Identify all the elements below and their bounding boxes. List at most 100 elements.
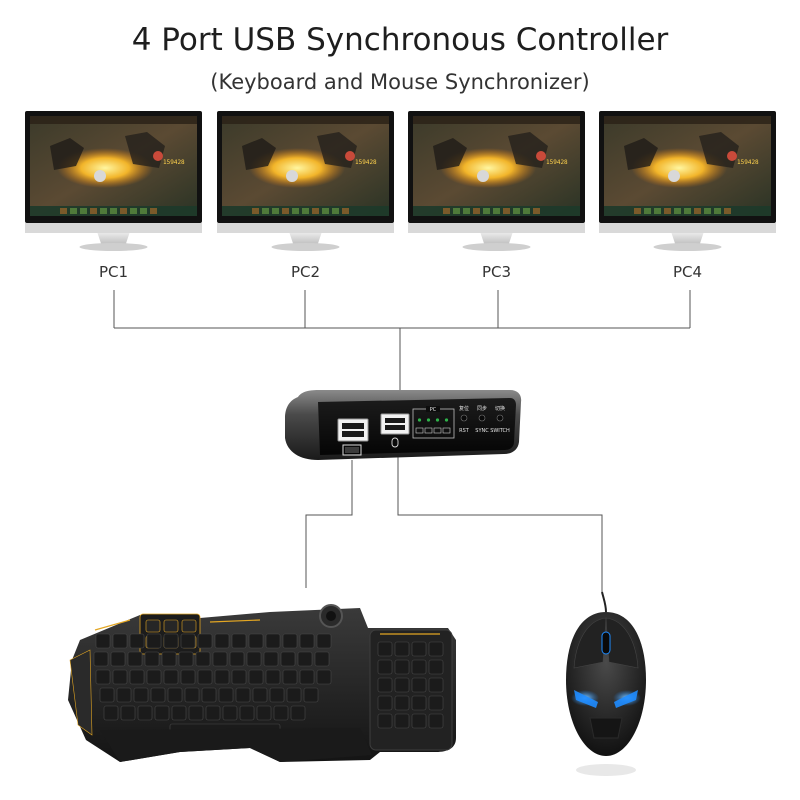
- hub-button-sync[interactable]: [478, 414, 486, 422]
- keyboard-key[interactable]: [290, 705, 306, 721]
- keyboard-key[interactable]: [303, 687, 319, 703]
- numpad-key[interactable]: [377, 659, 393, 675]
- keyboard-key[interactable]: [93, 651, 109, 667]
- numpad-key[interactable]: [377, 695, 393, 711]
- keyboard-key[interactable]: [184, 687, 200, 703]
- keyboard-key[interactable]: [252, 687, 268, 703]
- pc-select-key-4[interactable]: [442, 427, 451, 434]
- keyboard-key[interactable]: [299, 669, 315, 685]
- keyboard-key[interactable]: [265, 633, 281, 649]
- mouse-left-button[interactable]: [573, 617, 607, 669]
- keyboard-key[interactable]: [127, 651, 143, 667]
- keyboard-key[interactable]: [212, 651, 228, 667]
- keyboard-key[interactable]: [112, 633, 128, 649]
- keyboard-key[interactable]: [103, 705, 119, 721]
- keyboard-key[interactable]: [171, 705, 187, 721]
- keyboard-key[interactable]: [197, 633, 213, 649]
- macro-key[interactable]: [181, 619, 197, 633]
- keyboard-key[interactable]: [239, 705, 255, 721]
- numpad-key[interactable]: [428, 713, 444, 729]
- keyboard-key[interactable]: [95, 633, 111, 649]
- hub-button-switch[interactable]: [496, 414, 504, 422]
- keyboard-key[interactable]: [205, 705, 221, 721]
- numpad-key[interactable]: [411, 695, 427, 711]
- numpad-key[interactable]: [377, 641, 393, 657]
- numpad-key[interactable]: [394, 713, 410, 729]
- numpad-key[interactable]: [394, 677, 410, 693]
- keyboard-key[interactable]: [235, 687, 251, 703]
- keyboard-key[interactable]: [129, 633, 145, 649]
- keyboard-key[interactable]: [120, 705, 136, 721]
- keyboard-key[interactable]: [222, 705, 238, 721]
- keyboard-key[interactable]: [133, 687, 149, 703]
- keyboard-key[interactable]: [150, 687, 166, 703]
- keyboard-key[interactable]: [256, 705, 272, 721]
- keyboard-key[interactable]: [231, 633, 247, 649]
- keyboard-key[interactable]: [248, 669, 264, 685]
- keyboard-key[interactable]: [265, 669, 281, 685]
- numpad-key[interactable]: [428, 641, 444, 657]
- numpad-key[interactable]: [394, 695, 410, 711]
- keyboard-key[interactable]: [286, 687, 302, 703]
- keyboard-key[interactable]: [167, 687, 183, 703]
- numpad-key[interactable]: [411, 659, 427, 675]
- keyboard-key[interactable]: [297, 651, 313, 667]
- keyboard-key[interactable]: [282, 633, 298, 649]
- keyboard-key[interactable]: [248, 633, 264, 649]
- keyboard-key[interactable]: [163, 633, 179, 649]
- keyboard-key[interactable]: [269, 687, 285, 703]
- keyboard-key[interactable]: [95, 669, 111, 685]
- numpad-key[interactable]: [377, 677, 393, 693]
- keyboard-key[interactable]: [180, 633, 196, 649]
- numpad-key[interactable]: [428, 659, 444, 675]
- numpad-key[interactable]: [377, 713, 393, 729]
- keyboard-key[interactable]: [273, 705, 289, 721]
- mouse-scroll-wheel[interactable]: [601, 631, 611, 655]
- keyboard-key[interactable]: [316, 669, 332, 685]
- keyboard-key[interactable]: [178, 651, 194, 667]
- keyboard-key[interactable]: [263, 651, 279, 667]
- numpad-key[interactable]: [411, 641, 427, 657]
- keyboard-key[interactable]: [129, 669, 145, 685]
- keyboard-key[interactable]: [110, 651, 126, 667]
- keyboard-key[interactable]: [112, 669, 128, 685]
- keyboard-key[interactable]: [316, 633, 332, 649]
- keyboard-key[interactable]: [180, 669, 196, 685]
- keyboard-key[interactable]: [161, 651, 177, 667]
- keyboard-key[interactable]: [246, 651, 262, 667]
- keyboard-key[interactable]: [201, 687, 217, 703]
- numpad-key[interactable]: [394, 659, 410, 675]
- keyboard-key[interactable]: [197, 669, 213, 685]
- macro-key[interactable]: [145, 619, 161, 633]
- keyboard-key[interactable]: [314, 651, 330, 667]
- numpad-key[interactable]: [428, 677, 444, 693]
- keyboard-key[interactable]: [188, 705, 204, 721]
- keyboard-key[interactable]: [282, 669, 298, 685]
- keyboard-key[interactable]: [137, 705, 153, 721]
- hub-button-rst[interactable]: [460, 414, 468, 422]
- pc-select-key-3[interactable]: [433, 427, 442, 434]
- numpad-key[interactable]: [428, 695, 444, 711]
- pc-select-key-1[interactable]: [415, 427, 424, 434]
- keyboard-key[interactable]: [163, 669, 179, 685]
- keyboard-key[interactable]: [144, 651, 160, 667]
- keyboard-key[interactable]: [280, 651, 296, 667]
- pc-select-key-2[interactable]: [424, 427, 433, 434]
- keyboard-key[interactable]: [195, 651, 211, 667]
- keyboard-key[interactable]: [99, 687, 115, 703]
- keyboard-key[interactable]: [146, 633, 162, 649]
- keyboard-key[interactable]: [154, 705, 170, 721]
- numpad-key[interactable]: [411, 677, 427, 693]
- numpad-key[interactable]: [394, 641, 410, 657]
- keyboard-key[interactable]: [214, 669, 230, 685]
- keyboard-key[interactable]: [116, 687, 132, 703]
- macro-key[interactable]: [163, 619, 179, 633]
- keyboard-key[interactable]: [229, 651, 245, 667]
- keyboard-key[interactable]: [299, 633, 315, 649]
- keyboard-key[interactable]: [214, 633, 230, 649]
- numpad-key[interactable]: [411, 713, 427, 729]
- usb-port-mouse[interactable]: [380, 413, 410, 435]
- keyboard-key[interactable]: [146, 669, 162, 685]
- keyboard-key[interactable]: [231, 669, 247, 685]
- mouse-right-button[interactable]: [605, 617, 639, 669]
